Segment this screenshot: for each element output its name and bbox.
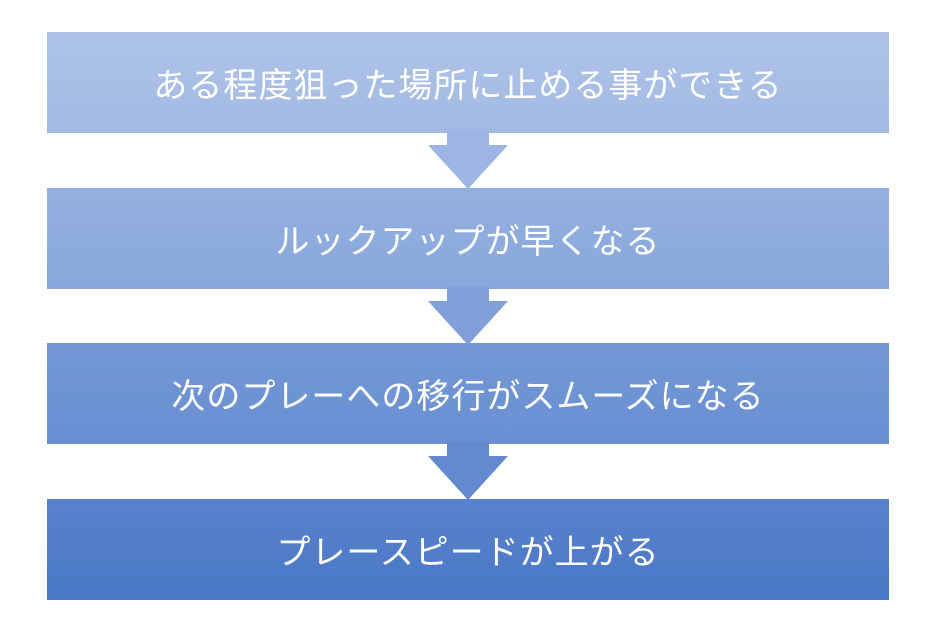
down-arrow-3 (428, 442, 508, 500)
step-label-1: ある程度狙った場所に止める事ができる (153, 66, 783, 106)
step-label-3: 次のプレーへの移行がスムーズになる (171, 377, 765, 417)
step-box-3: 次のプレーへの移行がスムーズになる (47, 343, 889, 444)
down-arrow-1 (428, 131, 508, 189)
down-arrow-3-shape (428, 442, 508, 500)
down-arrow-2-shape (428, 287, 508, 345)
down-arrow-2 (428, 287, 508, 345)
step-box-2: ルックアップが早くなる (47, 188, 889, 289)
step-label-4: プレースピードが上がる (276, 533, 660, 573)
step-label-2: ルックアップが早くなる (275, 222, 661, 262)
step-box-1: ある程度狙った場所に止める事ができる (47, 32, 889, 133)
down-arrow-1-shape (428, 131, 508, 189)
step-box-4: プレースピードが上がる (47, 499, 889, 600)
